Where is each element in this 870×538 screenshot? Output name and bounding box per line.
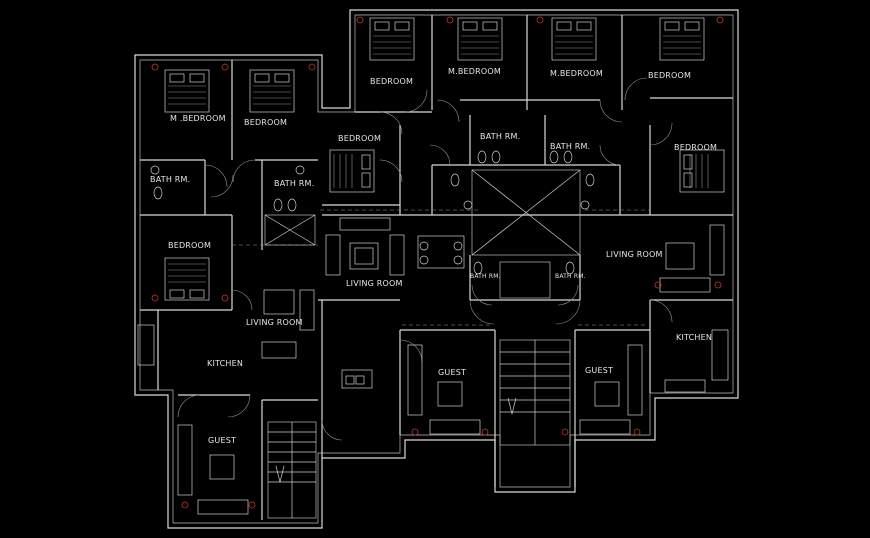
room-label-right-living: LIVING ROOM [606,250,663,259]
room-label-center-bath-1: BATH RM. [480,132,520,141]
room-label-left-bedroom-top: BEDROOM [244,118,287,127]
room-label-top-bedroom-2: BEDROOM [648,71,691,80]
room-label-right-kitchen: KITCHEN [676,333,712,342]
room-label-center-bedroom: BEDROOM [338,134,381,143]
room-labels: M .BEDROOM BEDROOM BATH RM. BATH RM. BED… [150,67,717,445]
furniture [137,217,729,515]
room-label-center-living: LIVING ROOM [346,279,403,288]
sanitary-fixtures [150,16,724,509]
room-label-left-kitchen: KITCHEN [207,359,243,368]
room-label-right-bedroom: BEDROOM [674,143,717,152]
stairs [264,169,581,519]
room-label-top-bedroom-1: BEDROOM [370,77,413,86]
doors [177,77,673,441]
room-label-left-bath-1: BATH RM. [150,175,190,184]
room-label-small-bath-2: BATH RM. [555,273,586,280]
room-label-center-guest: GUEST [438,368,466,377]
room-label-left-bedroom-mid: BEDROOM [168,241,211,250]
room-label-left-living: LIVING ROOM [246,318,303,327]
room-label-left-bath-2: BATH RM. [274,179,314,188]
room-label-small-bath-1: BATH RM. [470,273,501,280]
room-label-left-guest: GUEST [208,436,236,445]
interior-walls [140,15,733,520]
room-label-left-m-bedroom: M .BEDROOM [170,114,226,123]
outer-walls [134,9,739,529]
room-label-center-bath-2: BATH RM. [550,142,590,151]
room-label-top-m-bedroom-1: M.BEDROOM [448,67,501,76]
beds [164,17,725,301]
room-label-top-m-bedroom-2: M.BEDROOM [550,69,603,78]
room-label-right-guest: GUEST [585,366,613,375]
